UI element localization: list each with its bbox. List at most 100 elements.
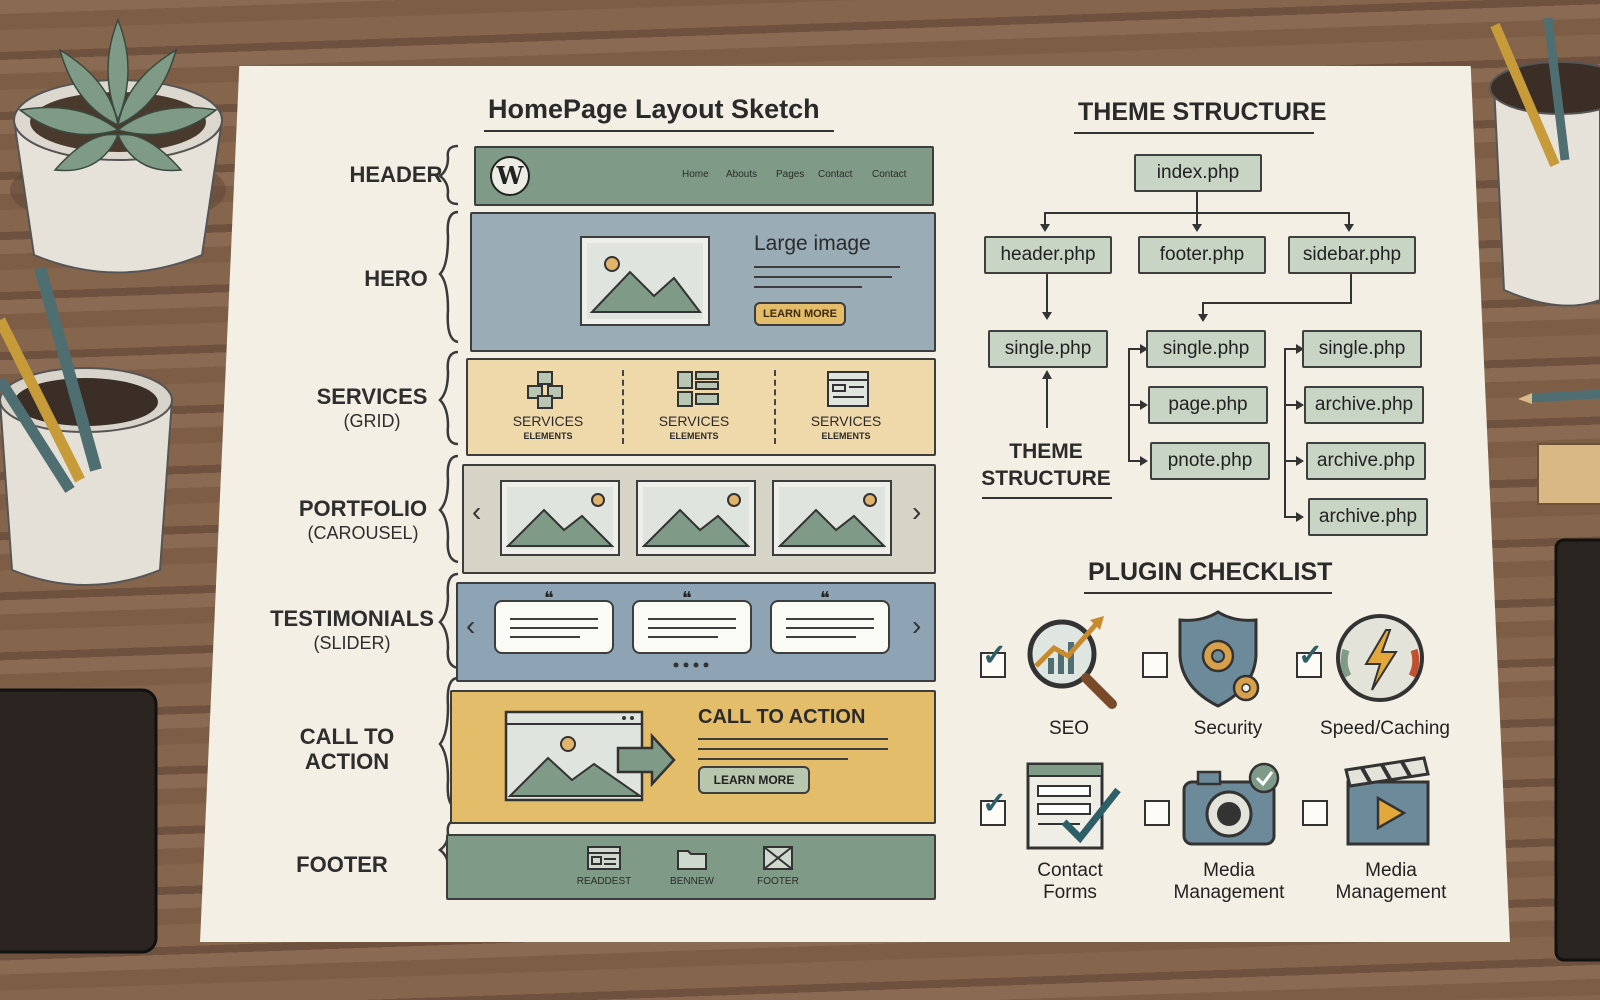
hero-heading: Large image — [754, 232, 871, 255]
contact-form-icon — [1026, 762, 1121, 850]
image-icon — [777, 493, 887, 547]
row-label-header: HEADER — [349, 162, 443, 187]
file-node-archive-3[interactable]: archive.php — [1308, 498, 1428, 536]
cta-heading: CALL TO ACTION — [698, 706, 866, 728]
testimonials-next-arrow[interactable]: › — [912, 610, 922, 641]
checkbox-security[interactable] — [1142, 652, 1168, 678]
file-node-archive-2[interactable]: archive.php — [1306, 442, 1426, 480]
image-frame-icon — [763, 846, 793, 870]
file-node-pnote[interactable]: pnote.php — [1150, 442, 1270, 480]
checkmark-icon: ✓ — [982, 639, 1008, 672]
file-node-archive-1[interactable]: archive.php — [1304, 386, 1424, 424]
image-icon — [589, 256, 703, 313]
testimonial-card-3: ❝ — [770, 588, 890, 654]
succulent-plant-icon — [10, 17, 226, 274]
cta-section: CALL TO ACTION LEARN MORE — [450, 690, 936, 824]
file-node-footer[interactable]: footer.php — [1138, 236, 1266, 274]
quote-icon: ❝ — [682, 588, 692, 608]
testimonials-prev-arrow[interactable]: ‹ — [466, 610, 476, 641]
nav-item-contact[interactable]: Contact — [818, 169, 853, 180]
seo-magnifier-icon — [1027, 616, 1117, 709]
portfolio-item-3[interactable] — [772, 480, 892, 556]
cta-browser-image-icon — [504, 710, 676, 802]
pencil-cup-icon — [0, 266, 174, 586]
portfolio-section: ‹ › — [462, 464, 936, 574]
hero-section: Large image LEARN MORE — [470, 212, 936, 352]
checkmark-icon: ✓ — [982, 787, 1008, 820]
row-label-footer: FOOTER — [296, 852, 388, 877]
portfolio-item-2[interactable] — [636, 480, 756, 556]
hero-learn-more-button[interactable]: LEARN MORE — [754, 302, 846, 326]
services-divider — [774, 370, 776, 444]
nav-item-abouts[interactable]: Abouts — [726, 169, 758, 180]
ruler — [1537, 443, 1600, 505]
row-label-services: SERVICES(GRID) — [316, 384, 428, 431]
checkbox-media-1[interactable] — [1144, 800, 1170, 826]
services-divider — [622, 370, 624, 444]
testimonials-section: ‹ › ❝ ❝ ❝ — [456, 582, 936, 682]
hero-text-line — [754, 276, 892, 278]
checkbox-contact-forms[interactable] — [980, 800, 1006, 826]
slider-dots[interactable] — [672, 660, 716, 670]
nav-item-home[interactable]: Home — [682, 169, 709, 180]
testimonial-card-2: ❝ — [632, 588, 752, 654]
file-node-single-mid[interactable]: single.php — [1146, 330, 1266, 368]
clapperboard-icon — [1344, 756, 1430, 846]
speed-gauge-icon — [1336, 614, 1424, 702]
file-node-page[interactable]: page.php — [1148, 386, 1268, 424]
right-pencil-cup-icon — [1489, 17, 1600, 307]
footer-item-1[interactable]: READDEST — [576, 876, 632, 887]
plugin-label-security: Security — [1193, 718, 1263, 739]
footer-section: READDEST BENNEW FOOTER — [446, 834, 936, 900]
footer-item-2[interactable]: BENNEW — [670, 876, 714, 887]
tablet-device — [0, 688, 158, 954]
theme-title: THEME STRUCTURE — [1078, 98, 1327, 126]
footer-item-3[interactable]: FOOTER — [757, 876, 799, 887]
portfolio-prev-arrow[interactable]: ‹ — [472, 496, 482, 527]
checkbox-media-2[interactable] — [1302, 800, 1328, 826]
file-node-header[interactable]: header.php — [984, 236, 1112, 274]
browser-window-icon — [827, 371, 869, 407]
file-node-single-right[interactable]: single.php — [1302, 330, 1422, 368]
portfolio-item-1[interactable] — [500, 480, 620, 556]
security-shield-icon — [1178, 610, 1260, 708]
quote-icon: ❝ — [820, 588, 830, 608]
testimonial-card-1: ❝ — [494, 588, 614, 654]
caption-underline — [982, 497, 1112, 499]
layout-title: HomePage Layout Sketch — [488, 94, 820, 124]
header-section: W Home Abouts Pages Contact Contact — [474, 146, 934, 206]
row-label-testimonials: TESTIMONIALS(SLIDER) — [270, 606, 434, 653]
file-node-single-left[interactable]: single.php — [988, 330, 1108, 368]
checkbox-speed[interactable] — [1296, 652, 1322, 678]
folder-icon — [677, 850, 707, 870]
nav-item-contact-2[interactable]: Contact — [872, 169, 907, 180]
nav-item-pages[interactable]: Pages — [776, 169, 805, 180]
hero-text-line — [754, 286, 862, 288]
plugin-label-seo: SEO — [1048, 718, 1090, 739]
checkmark-icon: ✓ — [1298, 639, 1324, 672]
plugins-title-underline — [1084, 592, 1332, 594]
camera-icon — [1182, 762, 1280, 846]
file-node-index[interactable]: index.php — [1134, 154, 1262, 192]
checkbox-seo[interactable] — [980, 652, 1006, 678]
file-node-sidebar[interactable]: sidebar.php — [1288, 236, 1416, 274]
plugins-title: PLUGIN CHECKLIST — [1088, 558, 1333, 586]
cubes-icon — [527, 371, 563, 409]
wordpress-logo-icon: W — [490, 156, 530, 196]
plugin-label-speed: Speed/Caching — [1320, 718, 1450, 739]
cta-learn-more-button[interactable]: LEARN MORE — [698, 766, 810, 794]
layout-title-underline — [484, 130, 834, 132]
image-icon — [505, 493, 615, 547]
portfolio-next-arrow[interactable]: › — [912, 496, 922, 527]
theme-title-underline — [1074, 132, 1314, 134]
